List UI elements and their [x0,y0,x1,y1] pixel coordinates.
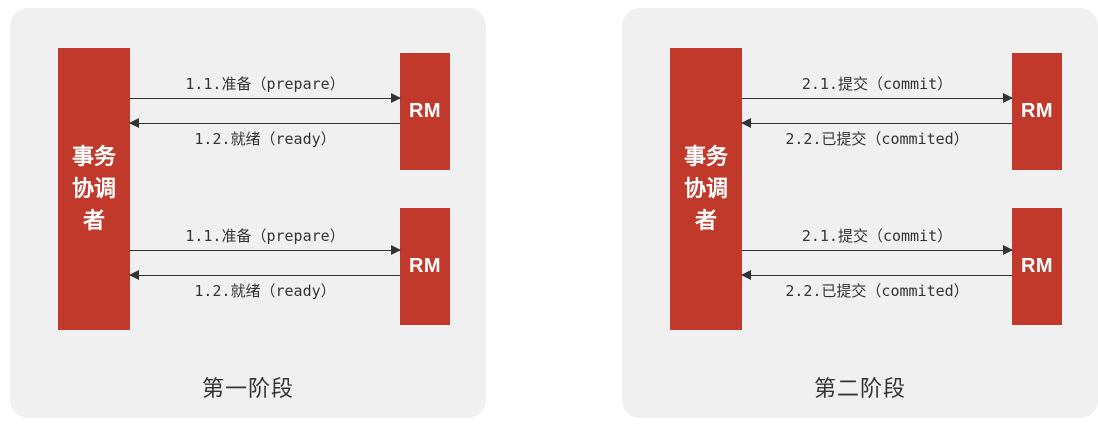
message-exchange-bottom: 2.1.提交（commit） 2.2.已提交（commited） [741,226,1013,301]
request-label: 2.1.提交（commit） [801,227,953,245]
arrow-left-icon [741,270,1012,280]
response-label: 1.2.就绪（ready） [194,130,336,148]
rm-box-bottom: RM [1012,208,1062,325]
arrow-left-icon [741,118,1012,128]
arrow-right-icon [742,93,1013,103]
request-label: 1.1.准备（prepare） [185,75,345,93]
rm-box-top: RM [1012,53,1062,170]
request-label: 1.1.准备（prepare） [185,227,345,245]
message-exchange-bottom: 1.1.准备（prepare） 1.2.就绪（ready） [129,226,401,301]
phase1-panel: 事务 协调 者 RM RM 1.1.准备（prepare） 1.2.就绪（rea… [10,8,486,418]
response-label: 1.2.就绪（ready） [194,282,336,300]
phase-caption: 第一阶段 [201,376,294,401]
request-label: 2.1.提交（commit） [801,75,953,93]
rm-box-bottom: RM [400,208,450,325]
response-label: 2.2.已提交（commited） [785,130,969,148]
arrow-right-icon [742,245,1013,255]
arrow-right-icon [130,93,401,103]
arrow-left-icon [129,270,400,280]
phase-caption: 第二阶段 [813,376,906,401]
transaction-coordinator-box: 事务 协调 者 [58,48,130,330]
phase2-panel: 事务 协调 者 RM RM 2.1.提交（commit） 2.2.已提交（com… [622,8,1098,418]
rm-box-top: RM [400,53,450,170]
arrow-left-icon [129,118,400,128]
response-label: 2.2.已提交（commited） [785,282,969,300]
message-exchange-top: 2.1.提交（commit） 2.2.已提交（commited） [741,74,1013,149]
arrow-right-icon [130,245,401,255]
transaction-coordinator-box: 事务 协调 者 [670,48,742,330]
message-exchange-top: 1.1.准备（prepare） 1.2.就绪（ready） [129,74,401,149]
two-phase-commit-diagram: 事务 协调 者 RM RM 1.1.准备（prepare） 1.2.就绪（rea… [10,8,1098,418]
